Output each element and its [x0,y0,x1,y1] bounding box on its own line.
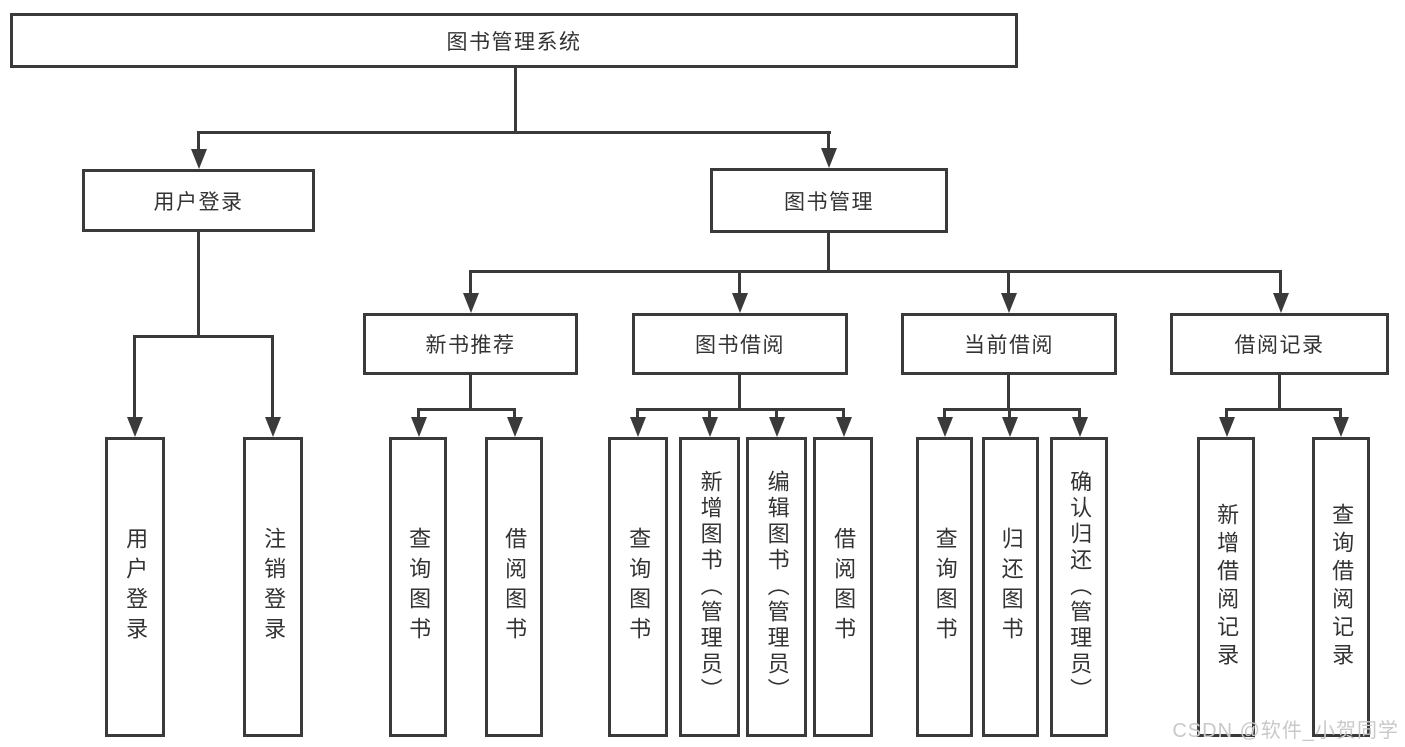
connector-current-borrowing-bar [943,408,1081,411]
connector-book-borrowing-bar [636,408,845,411]
connector-new-book-bar [417,408,516,411]
connector-to-leaf-query-books-2 [636,408,639,419]
connector-to-leaf-login [133,335,136,419]
node-user-login-label: 用户登录 [153,190,244,214]
connector-to-leaf-edit-books [775,408,778,419]
arrowhead-leaf-return-books-icon [1002,417,1018,437]
connector-to-current-borrowing [1007,270,1010,296]
connector-to-leaf-add-record [1225,408,1228,419]
connector-user-login-bar [133,335,274,338]
connector-book-management-stem [827,233,830,273]
csdn-watermark: CSDN @软件_小贺同学 [1172,720,1399,742]
connector-to-book-management [827,131,830,151]
connector-to-book-borrowing [738,270,741,296]
connector-to-leaf-borrow-books-2 [842,408,845,419]
node-borrowing-records-label: 借阅记录 [1234,334,1325,357]
arrowhead-leaf-add-record-icon [1219,417,1235,437]
node-new-book-recommend-label: 新书推荐 [425,334,516,357]
leaf-query-borrow-record-label: 查询借阅记录 [1329,503,1355,671]
node-borrowing-records: 借阅记录 [1170,313,1389,375]
connector-to-leaf-query-books-1 [417,408,420,419]
arrowhead-leaf-logout-icon [265,417,281,437]
connector-root-stem [514,68,517,134]
leaf-confirm-return-admin: 确认归还（管理员） [1050,437,1108,737]
leaf-return-books-label: 归还图书 [998,527,1024,647]
arrowhead-leaf-login-icon [127,417,143,437]
node-current-borrowing: 当前借阅 [901,313,1117,375]
connector-book-borrowing-stem [738,375,741,411]
node-current-borrowing-label: 当前借阅 [964,334,1054,357]
arrowhead-leaf-confirm-return-icon [1072,417,1088,437]
arrowhead-leaf-borrow-books-2-icon [836,417,852,437]
arrowhead-leaf-query-record-icon [1333,417,1349,437]
leaf-confirm-return-admin-label: 确认归还（管理员） [1067,470,1093,704]
leaf-query-borrow-record: 查询借阅记录 [1312,437,1370,737]
connector-to-leaf-borrow-books-1 [513,408,516,419]
connector-current-borrowing-stem [1007,375,1010,411]
leaf-edit-books-admin: 编辑图书（管理员） [746,437,807,737]
node-root-label: 图书管理系统 [446,30,582,54]
arrowhead-borrowing-records-icon [1273,293,1289,313]
node-user-login: 用户登录 [82,169,315,232]
arrowhead-new-book-recommend-icon [463,293,479,313]
leaf-query-books-3-label: 查询图书 [932,527,958,647]
leaf-query-books-1-label: 查询图书 [406,527,432,647]
arrowhead-leaf-query-books-2-icon [630,417,646,437]
leaf-user-login-label: 用户登录 [123,527,149,647]
node-book-borrowing: 图书借阅 [632,313,848,375]
connector-level2-bar [197,131,831,134]
leaf-add-books-admin-label: 新增图书（管理员） [697,470,723,704]
node-book-management: 图书管理 [710,168,948,233]
arrowhead-leaf-query-books-1-icon [411,417,427,437]
connector-borrowing-records-bar [1225,408,1342,411]
leaf-add-borrow-record-label: 新增借阅记录 [1214,503,1240,671]
node-root: 图书管理系统 [10,13,1018,68]
leaf-borrow-books-2: 借阅图书 [813,437,873,737]
leaf-borrow-books-2-label: 借阅图书 [831,527,857,647]
leaf-query-books-2: 查询图书 [608,437,668,737]
connector-to-new-book-recommend [469,270,472,296]
leaf-add-borrow-record: 新增借阅记录 [1197,437,1255,737]
node-new-book-recommend: 新书推荐 [363,313,578,375]
leaf-query-books-1: 查询图书 [389,437,447,737]
connector-to-leaf-add-books [708,408,711,419]
leaf-borrow-books-1: 借阅图书 [485,437,543,737]
leaf-add-books-admin: 新增图书（管理员） [679,437,740,737]
leaf-logout: 注销登录 [243,437,303,737]
node-book-management-label: 图书管理 [784,190,874,214]
connector-to-leaf-query-record [1339,408,1342,419]
connector-borrowing-records-stem [1278,375,1281,411]
leaf-edit-books-admin-label: 编辑图书（管理员） [764,470,790,704]
connector-to-leaf-logout [271,335,274,419]
arrowhead-leaf-add-books-icon [702,417,718,437]
leaf-logout-label: 注销登录 [261,527,287,647]
arrowhead-user-login-icon [191,149,207,169]
leaf-query-books-2-label: 查询图书 [626,527,652,647]
connector-to-leaf-query-books-3 [943,408,946,419]
arrowhead-leaf-edit-books-icon [769,417,785,437]
leaf-user-login: 用户登录 [105,437,165,737]
leaf-borrow-books-1-label: 借阅图书 [502,527,528,647]
arrowhead-book-management-icon [821,148,837,168]
leaf-query-books-3: 查询图书 [916,437,973,737]
connector-to-user-login [197,131,200,151]
arrowhead-current-borrowing-icon [1001,293,1017,313]
connector-to-leaf-return-books [1008,408,1011,419]
connector-to-borrowing-records [1279,270,1282,296]
leaf-return-books: 归还图书 [982,437,1039,737]
connector-level3-bar [469,270,1282,273]
connector-user-login-stem [197,232,200,338]
connector-to-leaf-confirm-return [1078,408,1081,419]
arrowhead-leaf-borrow-books-1-icon [507,417,523,437]
node-book-borrowing-label: 图书借阅 [695,334,785,357]
arrowhead-book-borrowing-icon [732,293,748,313]
arrowhead-leaf-query-books-3-icon [937,417,953,437]
connector-new-book-stem [469,375,472,411]
